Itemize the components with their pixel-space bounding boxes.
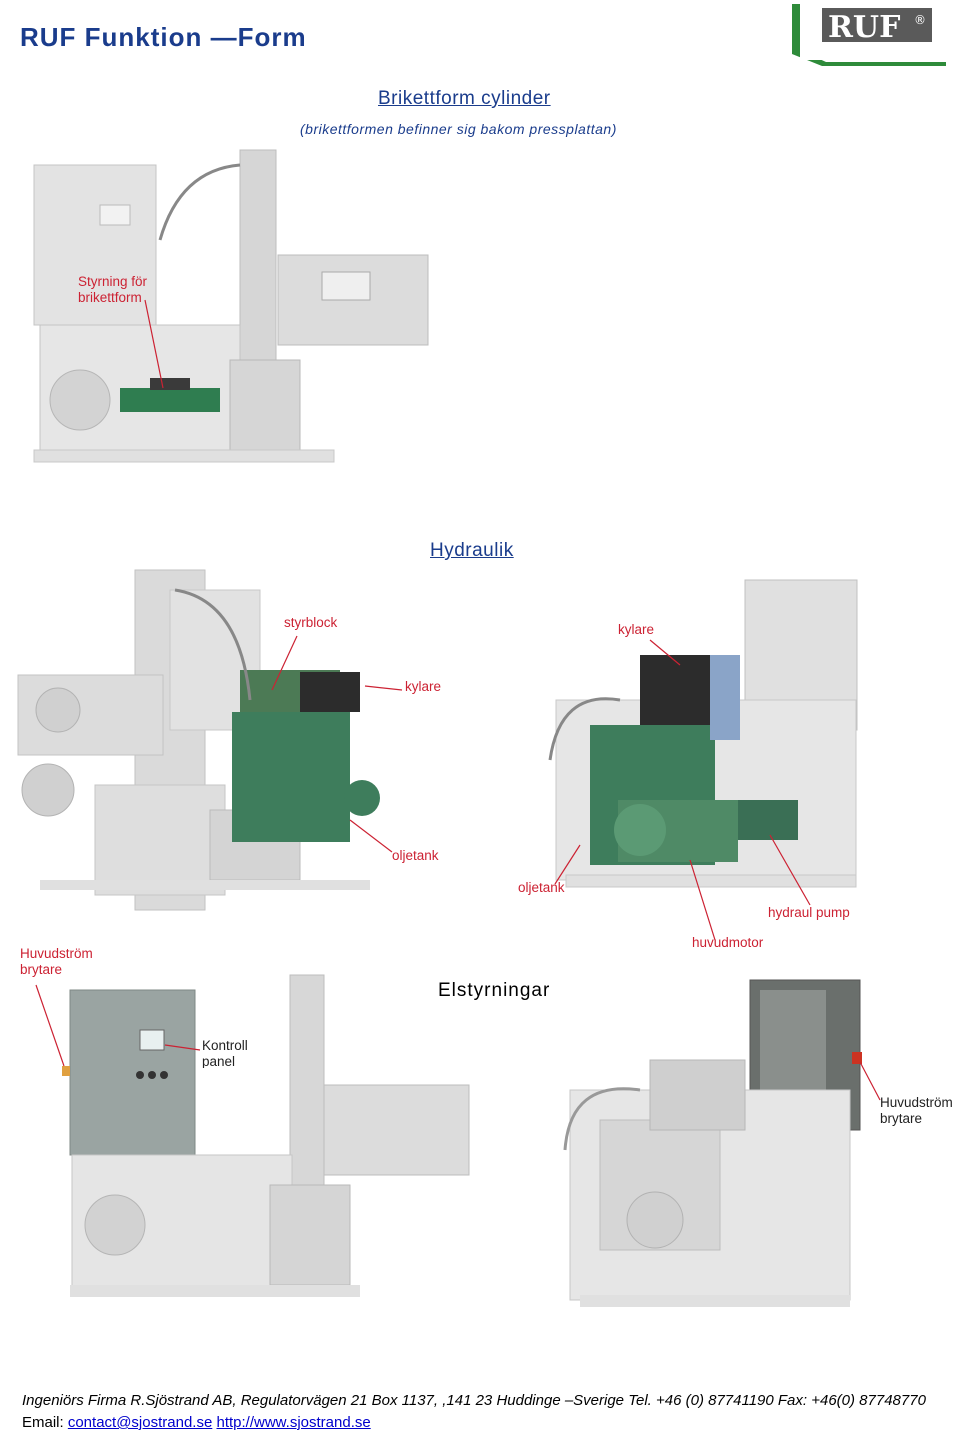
machine-4-illustration <box>62 974 470 1297</box>
machine-3-illustration <box>548 579 858 888</box>
label-huvudstrom-right: Huvudström brytare <box>880 1095 953 1126</box>
email-link[interactable]: contact@sjostrand.se <box>67 1414 213 1431</box>
ruf-logo: RUF ® <box>786 0 946 66</box>
footer-contact: Email: contact@sjostrand.se http://www.s… <box>22 1414 371 1431</box>
section-title-brikettform: Brikettform cylinder <box>378 88 551 109</box>
label-kylare-left: kylare <box>405 679 442 694</box>
email-label: Email: <box>22 1414 68 1431</box>
label-oljetank-left: oljetank <box>392 848 439 863</box>
svg-text:RUF: RUF <box>828 10 900 45</box>
svg-text:®: ® <box>914 13 926 27</box>
label-kontroll-panel: Kontroll panel <box>202 1038 248 1068</box>
label-huvudmotor: huvudmotor <box>692 935 764 950</box>
section-title-elstyrningar: Elstyrningar <box>438 980 551 1001</box>
section-subtitle: (brikettformen befinner sig bakom pressp… <box>300 121 617 137</box>
label-huvudstrom-left: Huvudström brytare <box>20 946 93 977</box>
machine-5-illustration <box>563 979 862 1307</box>
label-styrning-brikettform: Styrning för brikettform <box>78 274 148 305</box>
page-title: RUF Funktion —Form <box>20 22 307 52</box>
label-hydraul-pump: hydraul pump <box>768 905 850 920</box>
machine-2-illustration <box>17 569 380 911</box>
label-styrblock: styrblock <box>284 615 338 630</box>
section-title-hydraulik: Hydraulik <box>430 540 514 561</box>
website-link[interactable]: http://www.sjostrand.se <box>216 1414 371 1431</box>
label-oljetank-right: oljetank <box>518 880 565 895</box>
label-kylare-right: kylare <box>618 622 655 637</box>
machine-1-illustration <box>33 149 429 463</box>
footer-address: Ingeniörs Firma R.Sjöstrand AB, Regulato… <box>22 1392 926 1409</box>
